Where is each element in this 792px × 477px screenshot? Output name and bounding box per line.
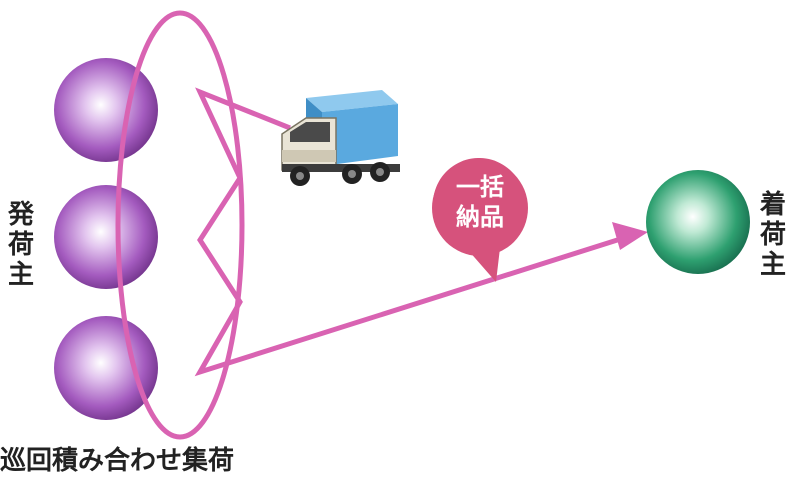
shipper-sphere-1 bbox=[54, 58, 158, 162]
pickup-route bbox=[194, 87, 631, 377]
consignee-sphere bbox=[646, 170, 750, 274]
shipper-sphere-2 bbox=[54, 185, 158, 289]
shipper-label: 発 荷 主 bbox=[7, 200, 34, 290]
bubble-body bbox=[432, 160, 528, 256]
milk-run-caption: 巡回積み合わせ集荷 bbox=[0, 446, 235, 476]
consignee-label: 着 荷 主 bbox=[759, 190, 786, 280]
truck-icon bbox=[281, 90, 400, 186]
arrow-head bbox=[612, 222, 648, 250]
collection-loop bbox=[115, 10, 245, 440]
bulk-delivery-text: 一括 納品 bbox=[456, 173, 504, 231]
shipper-sphere-3 bbox=[54, 316, 158, 420]
